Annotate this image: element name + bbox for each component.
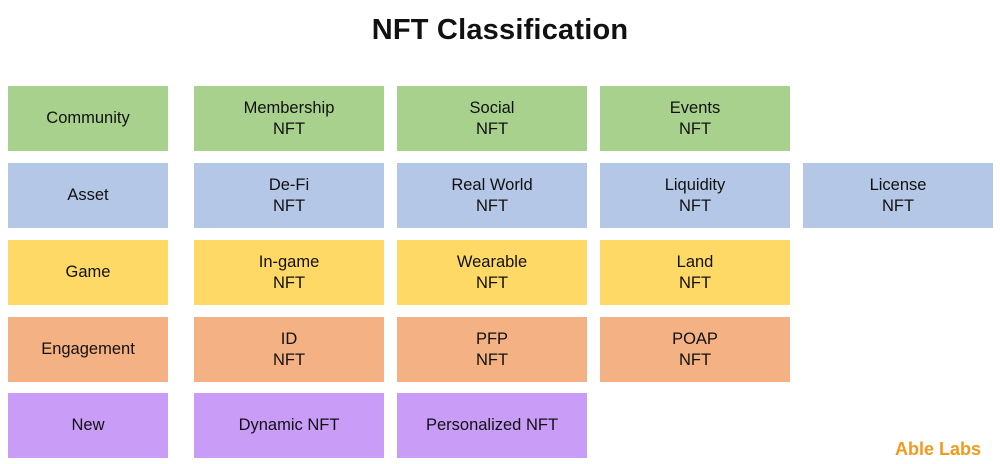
category-game: Game <box>8 240 168 305</box>
row-community: Community Membership NFT Social NFT Even… <box>8 86 998 151</box>
category-new: New <box>8 393 168 458</box>
box-dynamic-nft: Dynamic NFT <box>194 393 384 458</box>
box-id-nft: ID NFT <box>194 317 384 382</box>
row-game: Game In-game NFT Wearable NFT Land NFT <box>8 240 998 305</box>
box-personalized-nft: Personalized NFT <box>397 393 587 458</box>
diagram-title: NFT Classification <box>371 14 629 46</box>
row-new: New Dynamic NFT Personalized NFT <box>8 393 998 458</box>
box-license-nft: License NFT <box>803 163 993 228</box>
box-pfp-nft: PFP NFT <box>397 317 587 382</box>
category-engagement: Engagement <box>8 317 168 382</box>
box-in-game-nft: In-game NFT <box>194 240 384 305</box>
box-land-nft: Land NFT <box>600 240 790 305</box>
row-asset: Asset De-Fi NFT Real World NFT Liquidity… <box>8 163 998 228</box>
box-membership-nft: Membership NFT <box>194 86 384 151</box>
row-engagement: Engagement ID NFT PFP NFT POAP NFT <box>8 317 998 382</box>
classification-grid: Community Membership NFT Social NFT Even… <box>8 86 998 458</box>
box-real-world-nft: Real World NFT <box>397 163 587 228</box>
box-social-nft: Social NFT <box>397 86 587 151</box>
box-wearable-nft: Wearable NFT <box>397 240 587 305</box>
brand-logo-text: Able Labs <box>894 439 981 459</box>
category-asset: Asset <box>8 163 168 228</box>
category-community: Community <box>8 86 168 151</box>
box-liquidity-nft: Liquidity NFT <box>600 163 790 228</box>
box-defi-nft: De-Fi NFT <box>194 163 384 228</box>
box-poap-nft: POAP NFT <box>600 317 790 382</box>
box-events-nft: Events NFT <box>600 86 790 151</box>
